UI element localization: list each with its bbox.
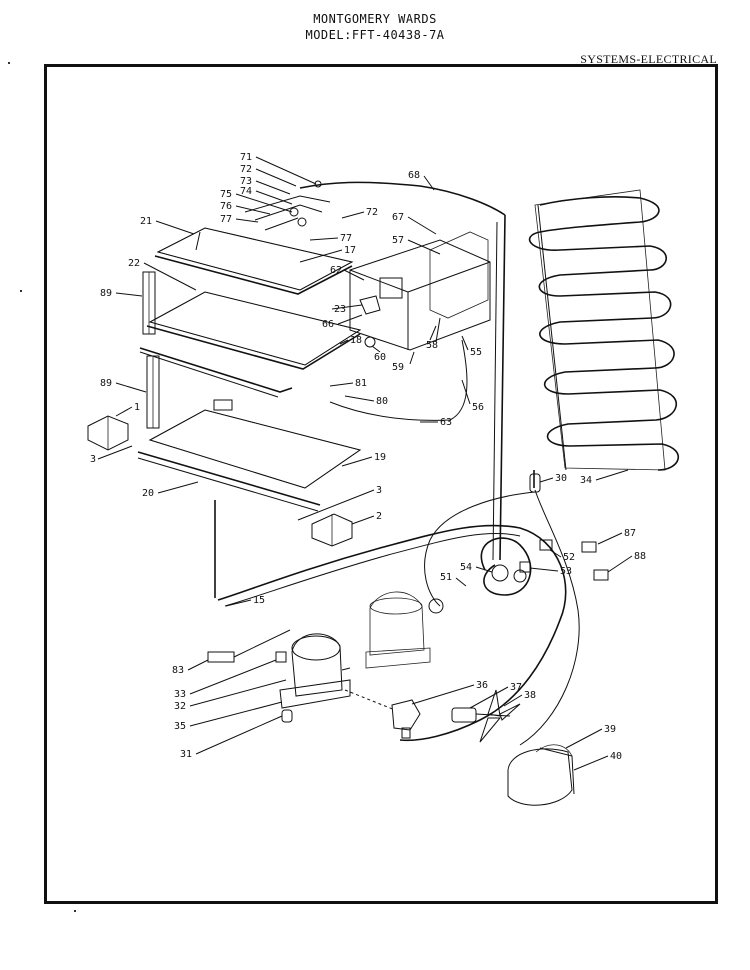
shelf-support-89b bbox=[146, 355, 160, 429]
control-housing bbox=[349, 231, 491, 351]
condenser-coil bbox=[528, 189, 680, 488]
terminal-connectors bbox=[519, 539, 609, 581]
callout-88: 88 bbox=[634, 551, 646, 562]
diagram-frame bbox=[44, 64, 718, 904]
callout-89: 89 bbox=[100, 288, 112, 299]
callout-34: 34 bbox=[580, 475, 592, 486]
shelf-support-89 bbox=[142, 271, 156, 335]
scan-speck bbox=[74, 910, 76, 912]
callout-15: 15 bbox=[253, 595, 265, 606]
callout-73: 73 bbox=[240, 176, 252, 187]
section-title: SYSTEMS-ELECTRICAL bbox=[580, 52, 717, 66]
brand-title: MONTGOMERY WARDS bbox=[313, 12, 437, 26]
top-connector-tubing bbox=[195, 180, 506, 251]
refrigerant-lines bbox=[217, 489, 580, 746]
filter-drier bbox=[529, 473, 541, 493]
callout-62: 62 bbox=[330, 265, 342, 276]
model-number: MODEL:FFT-40438-7A bbox=[305, 28, 445, 42]
scan-speck bbox=[20, 290, 22, 292]
callout-66: 66 bbox=[322, 319, 334, 330]
callout-80: 80 bbox=[376, 396, 388, 407]
callout-1: 1 bbox=[134, 402, 140, 413]
evaporator-shelf-middle bbox=[139, 291, 362, 398]
start-relay bbox=[344, 689, 421, 739]
scan-speck bbox=[8, 62, 10, 64]
compressor-ghost bbox=[365, 591, 431, 669]
callout-77b: 77 bbox=[340, 233, 352, 244]
callout-32: 32 bbox=[174, 701, 186, 712]
callout-72: 72 bbox=[240, 164, 252, 175]
callout-58: 58 bbox=[426, 340, 438, 351]
callout-63: 63 bbox=[440, 417, 452, 428]
callout-20: 20 bbox=[142, 488, 154, 499]
callout-89b: 89 bbox=[100, 378, 112, 389]
callout-21: 21 bbox=[140, 216, 152, 227]
callout-57: 57 bbox=[392, 235, 404, 246]
callout-22: 22 bbox=[128, 258, 140, 269]
bracket-1 bbox=[87, 415, 129, 451]
callout-3: 3 bbox=[90, 454, 96, 465]
callout-55: 55 bbox=[470, 347, 482, 358]
callout-53: 53 bbox=[560, 566, 572, 577]
callout-23: 23 bbox=[334, 304, 346, 315]
callouts: 71 72 73 74 75 76 77 72 77 21 17 22 62 8… bbox=[90, 152, 646, 771]
callout-83: 83 bbox=[172, 665, 184, 676]
callout-37: 37 bbox=[510, 682, 522, 693]
callout-56: 56 bbox=[472, 402, 484, 413]
bracket-2 bbox=[311, 513, 353, 547]
callout-52: 52 bbox=[563, 552, 575, 563]
callout-31: 31 bbox=[180, 749, 192, 760]
callout-59: 59 bbox=[392, 362, 404, 373]
cabinet-tube bbox=[214, 214, 506, 598]
callout-40: 40 bbox=[610, 751, 622, 762]
callout-19: 19 bbox=[374, 452, 386, 463]
callout-38: 38 bbox=[524, 690, 536, 701]
evaporator-shelf-bottom bbox=[137, 399, 362, 512]
callout-3b: 3 bbox=[376, 485, 382, 496]
callout-30: 30 bbox=[555, 473, 567, 484]
callout-72b: 72 bbox=[366, 207, 378, 218]
callout-77: 77 bbox=[220, 214, 232, 225]
callout-33: 33 bbox=[174, 689, 186, 700]
callout-35: 35 bbox=[174, 721, 186, 732]
callout-67: 67 bbox=[392, 212, 404, 223]
drain-pan bbox=[507, 744, 575, 806]
callout-60: 60 bbox=[374, 352, 386, 363]
callout-87: 87 bbox=[624, 528, 636, 539]
cord-strap bbox=[207, 629, 291, 663]
compressor bbox=[275, 633, 351, 723]
callout-74: 74 bbox=[240, 186, 252, 197]
callout-36: 36 bbox=[476, 680, 488, 691]
callout-76: 76 bbox=[220, 201, 232, 212]
callout-81: 81 bbox=[355, 378, 367, 389]
callout-75: 75 bbox=[220, 189, 232, 200]
evaporator-shelf-top bbox=[154, 227, 354, 295]
callout-18: 18 bbox=[350, 335, 362, 346]
callout-2: 2 bbox=[376, 511, 382, 522]
wire-harness bbox=[329, 339, 468, 421]
fan-motor bbox=[451, 689, 521, 743]
callout-17: 17 bbox=[344, 245, 356, 256]
callout-54: 54 bbox=[460, 562, 472, 573]
callout-68: 68 bbox=[408, 170, 420, 181]
callout-39: 39 bbox=[604, 724, 616, 735]
callout-71: 71 bbox=[240, 152, 252, 163]
callout-51: 51 bbox=[440, 572, 452, 583]
